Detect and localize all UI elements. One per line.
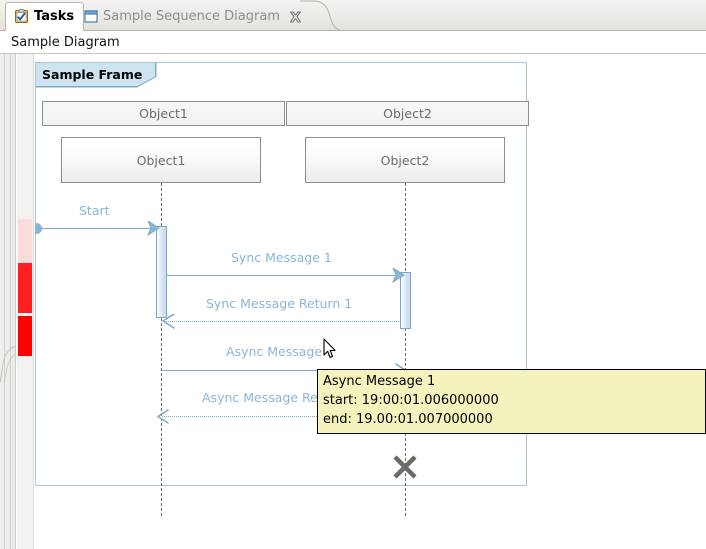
message-line-sync-return-1[interactable] bbox=[166, 321, 401, 322]
activation-bar-object2[interactable] bbox=[400, 272, 411, 329]
annotation-ruler[interactable] bbox=[17, 54, 34, 549]
ruler-guide-line bbox=[4, 54, 5, 549]
activation-bar-object1[interactable] bbox=[156, 226, 167, 318]
lifeline-object1 bbox=[161, 183, 162, 516]
arrow-head-open-sync-return-1 bbox=[161, 313, 175, 332]
message-label-async-1[interactable]: Async Message 1 bbox=[226, 344, 334, 359]
lane-header-object1[interactable]: Object1 bbox=[42, 101, 285, 126]
tooltip-start-time: start: 19:00:01.006000000 bbox=[323, 393, 499, 408]
editor-tab-bar: Tasks Sample Sequence Diagram bbox=[0, 0, 706, 31]
message-tooltip: Async Message 1 start: 19:00:01.00600000… bbox=[317, 369, 706, 434]
message-line-start[interactable] bbox=[37, 228, 156, 229]
lifeline-object2 bbox=[405, 183, 406, 516]
tasks-clipboard-icon bbox=[14, 9, 29, 24]
ruler-guide-line bbox=[10, 54, 11, 549]
object-box-object2-label: Object2 bbox=[380, 152, 430, 168]
frame-label-tab: Sample Frame bbox=[36, 63, 156, 87]
arrow-head-filled-sync-1 bbox=[391, 266, 406, 286]
tab-sample-sequence-diagram[interactable]: Sample Sequence Diagram bbox=[76, 2, 311, 31]
diagram-canvas[interactable]: Sample Frame Object1 Object2 Object1 Obj… bbox=[35, 55, 706, 549]
message-line-sync-1[interactable] bbox=[166, 275, 401, 276]
destroy-x-icon[interactable] bbox=[391, 453, 419, 481]
tab-bar-curve bbox=[300, 0, 340, 31]
close-icon[interactable] bbox=[289, 10, 302, 23]
ruler-curve-decoration bbox=[0, 344, 16, 384]
diagram-title-bar: Sample Diagram bbox=[0, 31, 706, 54]
message-label-start[interactable]: Start bbox=[79, 203, 110, 218]
tooltip-end-time: end: 19.00:01.007000000 bbox=[323, 412, 493, 427]
tab-tasks-label: Tasks bbox=[34, 9, 75, 24]
tab-tasks[interactable]: Tasks bbox=[5, 2, 85, 31]
tooltip-title: Async Message 1 bbox=[323, 374, 436, 389]
message-label-sync-return-1[interactable]: Sync Message Return 1 bbox=[206, 296, 353, 311]
arrow-head-open-async-return-1 bbox=[156, 409, 169, 427]
lane-header-object1-label: Object1 bbox=[139, 106, 188, 121]
lane-header-object2-label: Object2 bbox=[383, 106, 432, 121]
document-icon bbox=[84, 10, 98, 23]
annotation-marker-error[interactable] bbox=[18, 316, 32, 356]
overview-ruler[interactable] bbox=[0, 54, 16, 549]
annotation-marker-error[interactable] bbox=[18, 263, 32, 313]
object-box-object2[interactable]: Object2 bbox=[305, 137, 505, 183]
frame-label: Sample Frame bbox=[42, 67, 143, 82]
annotation-marker-highlight[interactable] bbox=[18, 219, 32, 263]
tab-sample-sequence-diagram-label: Sample Sequence Diagram bbox=[103, 9, 280, 24]
object-box-object1[interactable]: Object1 bbox=[61, 137, 261, 183]
arrow-head-filled-start bbox=[146, 219, 161, 239]
object-box-object1-label: Object1 bbox=[136, 152, 186, 168]
mouse-cursor bbox=[323, 338, 337, 360]
message-line-async-return-1[interactable] bbox=[162, 416, 405, 417]
lane-header-object2[interactable]: Object2 bbox=[286, 101, 529, 126]
page-title: Sample Diagram bbox=[11, 34, 120, 50]
message-line-async-1[interactable] bbox=[162, 370, 405, 371]
message-label-sync-1[interactable]: Sync Message 1 bbox=[231, 250, 332, 265]
